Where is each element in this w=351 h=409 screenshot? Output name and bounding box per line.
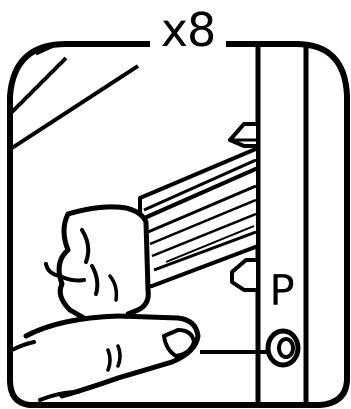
drawer-top-edge [12,44,138,148]
upper-bracket [230,124,258,146]
screw-hole [268,331,298,365]
quantity-label: x8 [150,2,226,58]
part-label: P [262,266,302,316]
lower-bracket [232,260,258,290]
